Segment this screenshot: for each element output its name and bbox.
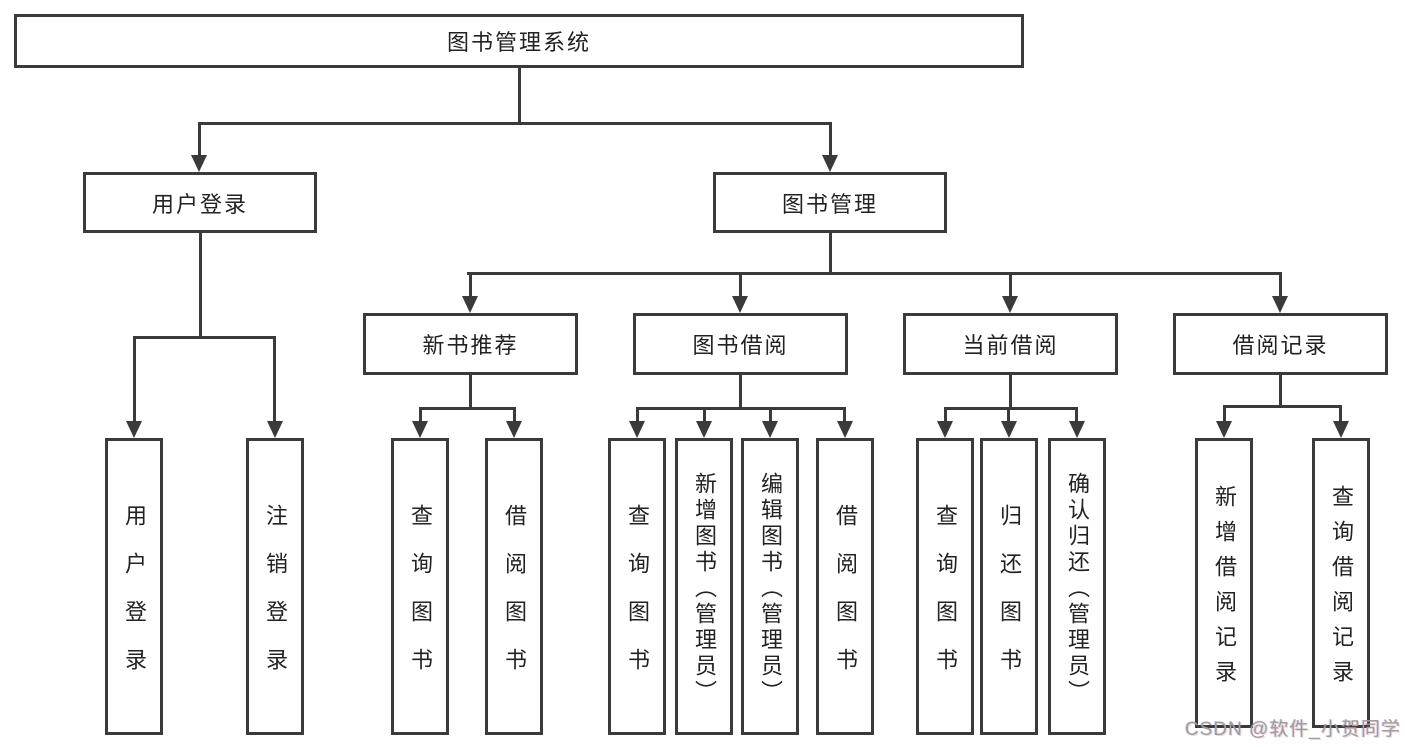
connector-drop-borrow [739, 272, 742, 297]
connector-current-bar [944, 407, 1078, 410]
leaf-return-book-label: 归还图书 [997, 503, 1022, 696]
leaf-borrow-books-recommend: 借阅图书 [485, 438, 543, 735]
connector-drop-current [1009, 272, 1012, 297]
node-new-book-recommend-label: 新书推荐 [422, 333, 519, 358]
arrowhead-down-icon [837, 421, 853, 438]
node-current-borrow: 当前借阅 [903, 313, 1118, 375]
connector-drop-book-management [829, 122, 832, 156]
connector-management-stem [829, 233, 832, 272]
leaf-logout: 注销登录 [246, 438, 304, 735]
leaf-query-borrow-record-label: 查询借阅记录 [1329, 484, 1354, 695]
leaf-edit-book-admin: 编辑图书（管理员） [741, 438, 799, 735]
watermark: CSDN @软件_小贺同学 [1185, 719, 1401, 740]
connector-level3-bar [467, 272, 1282, 275]
connector-drop [703, 407, 706, 422]
connector-drop [513, 407, 516, 422]
connector-current-stem [1009, 375, 1012, 407]
arrowhead-down-icon [1069, 421, 1085, 438]
connector-drop [1075, 407, 1078, 422]
arrowhead-down-icon [762, 421, 778, 438]
node-new-book-recommend: 新书推荐 [363, 313, 578, 375]
leaf-logout-label: 注销登录 [263, 503, 288, 696]
node-root-label: 图书管理系统 [446, 30, 591, 55]
leaf-confirm-return-admin: 确认归还（管理员） [1048, 438, 1106, 735]
arrowhead-down-icon [696, 421, 712, 438]
connector-records-stem [1279, 375, 1282, 405]
node-root: 图书管理系统 [14, 14, 1024, 68]
leaf-borrow-books-label: 借阅图书 [833, 503, 858, 696]
connector-level2-bar [199, 122, 831, 125]
leaf-user-login-label: 用户登录 [122, 503, 147, 696]
arrowhead-down-icon [506, 421, 522, 438]
connector-drop [1007, 407, 1010, 422]
connector-drop-records [1279, 272, 1282, 297]
connector-drop [419, 407, 422, 422]
connector-records-bar [1223, 405, 1342, 408]
leaf-query-books-current-label: 查询图书 [933, 503, 958, 696]
leaf-query-books-borrow-label: 查询图书 [625, 503, 650, 696]
arrowhead-down-icon [629, 421, 645, 438]
connector-borrow-stem [739, 375, 742, 407]
connector-login-bar [133, 336, 276, 339]
leaf-query-books-borrow: 查询图书 [608, 438, 666, 735]
arrowhead-down-icon [937, 421, 953, 438]
leaf-query-books-recommend-label: 查询图书 [408, 503, 433, 696]
connector-root-stem [518, 68, 521, 122]
node-borrow-records: 借阅记录 [1173, 313, 1388, 375]
leaf-borrow-books-recommend-label: 借阅图书 [502, 503, 527, 696]
arrowhead-down-icon [1001, 421, 1017, 438]
node-current-borrow-label: 当前借阅 [962, 333, 1059, 358]
leaf-query-books-recommend: 查询图书 [391, 438, 449, 735]
arrowhead-down-icon [412, 421, 428, 438]
connector-drop-recommend [469, 272, 472, 297]
leaf-query-books-current: 查询图书 [916, 438, 974, 735]
connector-drop [944, 407, 947, 422]
connector-drop [843, 407, 846, 422]
connector-drop-leaf-logout [273, 336, 276, 422]
node-book-management-label: 图书管理 [781, 191, 878, 217]
arrowhead-down-icon [1216, 421, 1232, 438]
node-book-management: 图书管理 [713, 172, 947, 233]
node-book-borrow: 图书借阅 [633, 313, 848, 375]
connector-drop-user-login [198, 122, 201, 156]
connector-drop [1223, 405, 1226, 422]
leaf-edit-book-admin-label: 编辑图书（管理员） [758, 471, 783, 706]
arrowhead-down-icon [1333, 421, 1349, 438]
node-user-login-label: 用户登录 [151, 191, 248, 217]
leaf-confirm-return-admin-label: 确认归还（管理员） [1065, 471, 1090, 706]
leaf-add-book-admin-label: 新增图书（管理员） [692, 471, 717, 706]
leaf-add-borrow-record-label: 新增借阅记录 [1212, 484, 1237, 695]
connector-login-stem [199, 233, 202, 336]
arrowhead-down-icon [1272, 296, 1288, 313]
arrowhead-down-icon [191, 155, 207, 172]
arrowhead-down-icon [732, 296, 748, 313]
connector-drop [769, 407, 772, 422]
leaf-return-book: 归还图书 [980, 438, 1038, 735]
arrowhead-down-icon [267, 421, 283, 438]
connector-drop-leaf-login [133, 336, 136, 422]
node-user-login: 用户登录 [83, 172, 317, 233]
leaf-borrow-books: 借阅图书 [816, 438, 874, 735]
arrowhead-down-icon [462, 296, 478, 313]
arrowhead-down-icon [822, 155, 838, 172]
connector-borrow-bar [636, 407, 846, 410]
arrowhead-down-icon [126, 421, 142, 438]
connector-recommend-stem [469, 375, 472, 407]
leaf-user-login: 用户登录 [105, 438, 163, 735]
leaf-query-borrow-record: 查询借阅记录 [1312, 438, 1370, 728]
arrowhead-down-icon [1002, 296, 1018, 313]
node-book-borrow-label: 图书借阅 [692, 333, 789, 358]
node-borrow-records-label: 借阅记录 [1232, 333, 1329, 358]
leaf-add-book-admin: 新增图书（管理员） [675, 438, 733, 735]
leaf-add-borrow-record: 新增借阅记录 [1195, 438, 1253, 728]
connector-drop [1339, 405, 1342, 422]
connector-recommend-bar [419, 407, 516, 410]
connector-drop [636, 407, 639, 422]
